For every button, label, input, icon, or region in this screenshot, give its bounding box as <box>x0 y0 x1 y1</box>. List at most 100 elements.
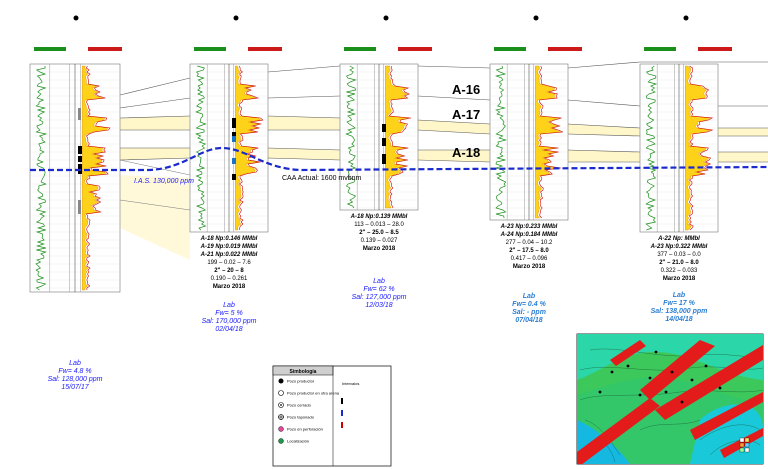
lab-result-line: Lab <box>223 302 235 309</box>
lab-result-line: Fw= 0.4 % <box>512 301 546 308</box>
well-info-line: 2" – 25.0 – 8.5 <box>359 230 399 236</box>
lab-result-line: Lab <box>673 292 686 299</box>
resistivity-curve <box>688 65 714 231</box>
well-info-line: 0.139 – 0.027 <box>361 238 398 244</box>
well-log <box>29 63 121 293</box>
resistivity-header-bar <box>698 47 732 51</box>
well-info-line: 2" – 21.0 – 8.0 <box>659 260 699 266</box>
well-info-line: A-24 Np:0.184 MMbl <box>500 232 558 238</box>
other-sand-well-icon <box>278 390 284 396</box>
perforation-interval <box>232 174 236 180</box>
gamma-curve <box>35 65 48 291</box>
perforation-interval <box>382 154 386 164</box>
perforation-interval <box>232 118 236 128</box>
well-info-line: 277 – 0.04 – 10.2 <box>506 240 553 246</box>
lab-result-line: Sal: 127,000 ppm <box>352 294 407 301</box>
lab-result-line: Sal: - ppm <box>512 309 546 316</box>
resistivity-fill <box>235 65 262 231</box>
drilling-well-icon <box>278 426 284 432</box>
resistivity-curve <box>238 65 264 231</box>
band-a17 <box>120 116 768 136</box>
well-info-line: 0.190 – 0.261 <box>211 276 248 282</box>
resistivity-curve <box>539 65 563 219</box>
well-info-line: 0.417 – 0.096 <box>511 256 548 262</box>
gamma-header-bar <box>644 47 676 51</box>
plugged-interval <box>232 158 236 164</box>
well-info-line: Marzo 2018 <box>213 284 246 290</box>
lab-result-line: Lab <box>523 293 536 300</box>
well-info-line: 0.322 – 0.033 <box>661 268 698 274</box>
well-symbol <box>383 15 389 21</box>
legend-item-label: Pozo productor en otra arena <box>287 391 340 396</box>
interval-swatches <box>341 398 343 428</box>
zone-label-a16: A-16 <box>452 82 480 97</box>
lab-result-line: Lab <box>373 278 385 285</box>
plugged-interval <box>78 200 81 214</box>
legend-intervals-title: Intervalos <box>342 381 359 386</box>
perforation-interval <box>382 124 386 132</box>
well-log <box>489 63 569 221</box>
well-info-line: 377 – 0.03 – 0.0 <box>657 252 701 258</box>
plugged-interval <box>232 136 236 142</box>
plugged-interval <box>78 108 81 120</box>
well-info-line: A-19 Np:0.019 MMbl <box>200 244 258 250</box>
legend-item-label: Pozo en perforación <box>287 427 323 432</box>
legend-item-label: Pozo cerrado <box>287 403 312 408</box>
contact-label: CAA Actual: 1600 mvbnm <box>282 175 362 182</box>
zone-label-a17: A-17 <box>452 107 480 122</box>
well-logs <box>29 63 719 293</box>
well-info-line: A-21 Np:0.022 MMbl <box>200 252 258 258</box>
gamma-header-bar <box>194 47 226 51</box>
well-info-line: A-22 Np: MMbl <box>657 236 700 242</box>
gamma-curve <box>345 65 357 209</box>
lab-result-line: 12/03/18 <box>365 302 392 309</box>
perforation-interval <box>232 132 236 138</box>
correlation-line <box>119 199 191 211</box>
resistivity-header-bar <box>88 47 122 51</box>
lab-result-line: 15/07/17 <box>61 384 89 391</box>
well-symbol <box>683 15 689 21</box>
legend-title: Simbología <box>290 369 317 375</box>
gamma-header-bar <box>494 47 526 51</box>
well-info-line: Marzo 2018 <box>663 276 696 282</box>
well-info-line: Marzo 2018 <box>363 246 396 252</box>
band-a18 <box>120 148 768 162</box>
legend: Simbología Intervalos Pozo productorPozo… <box>272 365 392 467</box>
perforation-interval <box>78 146 82 154</box>
perforation-interval <box>78 156 82 162</box>
zone-label-a18: A-18 <box>452 145 480 160</box>
resistivity-header-bar <box>248 47 282 51</box>
resistivity-fill <box>81 65 109 291</box>
gamma-curve <box>195 65 207 231</box>
resistivity-curve <box>85 65 111 291</box>
well-info-line: A-18 Np:0.139 MMbl <box>350 214 408 220</box>
well-symbol <box>73 15 79 21</box>
well-log <box>339 63 419 211</box>
lab-result-line: Sal: 170,000 ppm <box>202 318 257 325</box>
gamma-curve <box>645 65 658 231</box>
well-symbol <box>233 15 239 21</box>
perforation-interval <box>382 138 386 146</box>
lab-result-line: Fw= 62 % <box>363 286 394 293</box>
closed-well-icon <box>280 404 282 406</box>
resistivity-header-bar <box>398 47 432 51</box>
lab-result-line: Lab <box>69 360 81 367</box>
well-symbol <box>533 15 539 21</box>
resistivity-fill <box>535 65 561 219</box>
lab-result-line: Fw= 5 % <box>215 310 242 317</box>
well-info-line: A-18 Np:0.146 MMbl <box>200 236 258 242</box>
gamma-header-bar <box>34 47 66 51</box>
lab-result-line: Sal: 138,000 ppm <box>651 308 708 315</box>
well-info-line: 113 – 0.013 – 28.0 <box>354 222 404 228</box>
lab-result-line: 14/04/18 <box>665 316 692 323</box>
lab-result-line: 02/04/18 <box>215 326 242 333</box>
resistivity-header-bar <box>548 47 582 51</box>
gamma-header-bar <box>344 47 376 51</box>
producer-well-icon <box>278 378 284 384</box>
well-info-line: A-23 Np:0.233 MMbl <box>500 224 558 230</box>
lab-result-line: Fw= 17 % <box>663 300 695 307</box>
map-inset <box>576 333 764 465</box>
lab-result-line: Sal: 128,000 ppm <box>48 376 103 383</box>
